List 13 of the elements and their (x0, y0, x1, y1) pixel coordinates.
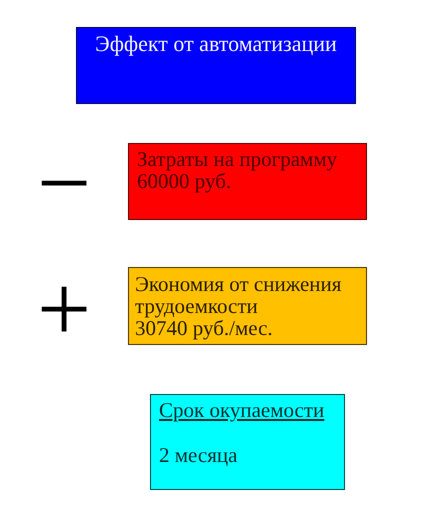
heading-text: Эффект от автоматизации (95, 33, 337, 55)
plus-sign: + (37, 285, 92, 333)
box-text: Экономия от снижения трудоемкости (135, 273, 342, 317)
value-text: 30740 руб./мес. (135, 317, 274, 339)
heading-box (76, 27, 356, 104)
box-text: Затраты на программу (137, 148, 338, 170)
info-box (128, 267, 367, 345)
info-box (150, 394, 345, 490)
minus-sign: − (37, 159, 92, 207)
box-text: Срок окупаемости (159, 399, 324, 421)
value-text: 60000 руб. (137, 170, 232, 192)
info-box (128, 143, 367, 220)
value-text: 2 месяца (159, 444, 238, 466)
